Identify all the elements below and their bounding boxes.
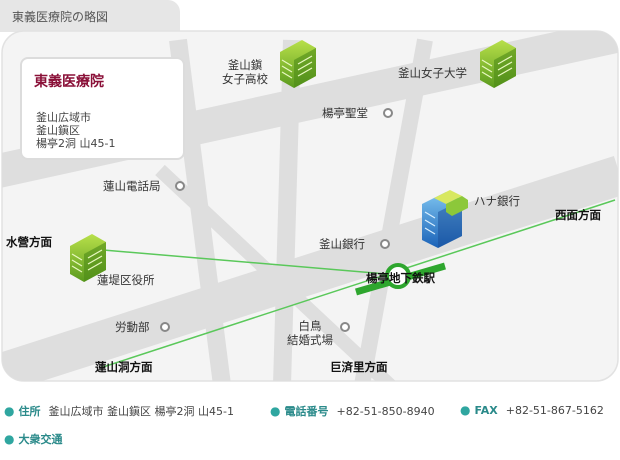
bullet-icon: ● (4, 404, 15, 418)
school1-label-line: 釜山鎭 (227, 58, 263, 72)
footer-address-value: 釜山広域市 釜山鎭区 楊亭2洞 山45-1 (48, 405, 234, 418)
station-label: 楊亭地下鉄駅 (366, 271, 435, 285)
footer-phone-label: 電話番号 (284, 405, 329, 418)
school2-label: 釜山女子大学 (398, 66, 467, 80)
school1-label-line: 女子高校 (222, 72, 268, 86)
footer-phone-row: ● 電話番号 +82-51-850-8940 (270, 403, 435, 419)
bullet-icon: ● (4, 432, 15, 446)
labor-office-label: 労動部 (115, 320, 150, 334)
hospital-address-line: 楊亭2洞 山45-1 (36, 137, 116, 150)
wedding-hall-label-line: 結婚式場 (287, 333, 333, 347)
footer-fax-row: ● FAX +82-51-867-5162 (460, 403, 604, 417)
footer-transit-row: ● 大衆交通 (4, 431, 70, 447)
building-icon (70, 40, 516, 282)
yeonsan-direction-label: 蓮山洞方面 (95, 360, 153, 374)
footer-address-row: ● 住所 釜山広域市 釜山鎭区 楊亭2洞 山45-1 (4, 403, 234, 419)
wedding-hall-label-line: 白鳥 (298, 319, 322, 333)
west-direction-label: 西面方面 (555, 208, 601, 222)
hospital-card: 東義医療院 釜山広域市 釜山鎭区 楊亭2洞 山45-1 (20, 57, 185, 160)
bullet-icon: ● (460, 403, 471, 417)
geoje-direction-label: 巨済里方面 (330, 360, 388, 374)
bullet-icon: ● (270, 404, 281, 418)
station-marker-icon (385, 263, 411, 289)
wedding-hall-label: 白鳥 結婚式場 (287, 319, 333, 347)
phone-office-label: 蓮山電話局 (103, 179, 161, 193)
school1-label: 釜山鎭 女子高校 (222, 58, 268, 86)
footer-phone-value: +82-51-850-8940 (336, 404, 435, 418)
footer-fax-label: FAX (474, 403, 498, 417)
footer-fax-value: +82-51-867-5162 (505, 403, 604, 417)
footer-transit-label: 大衆交通 (18, 433, 63, 446)
busan-bank-label: 釜山銀行 (319, 237, 365, 251)
hospital-address: 釜山広域市 釜山鎭区 楊亭2洞 山45-1 (36, 111, 115, 150)
hospital-address-line: 釜山広域市 (36, 111, 91, 124)
church-label: 楊亭聖堂 (322, 106, 368, 120)
footer-address-label: 住所 (18, 405, 41, 418)
suyeong-direction-label: 水營方面 (6, 235, 52, 249)
hospital-address-line: 釜山鎭区 (36, 124, 80, 137)
map-title-tab: 東義医療院の略図 (0, 0, 180, 32)
map-area: 東義医療院 釜山広域市 釜山鎭区 楊亭2洞 山45-1 釜山鎭 女子高校 釜山女… (1, 30, 619, 382)
hospital-name: 東義医療院 (34, 74, 104, 90)
hana-bank-label: ハナ銀行 (474, 194, 520, 208)
district-office-label: 蓮堤区役所 (97, 273, 155, 287)
bank-building-icon (422, 190, 468, 248)
map-title: 東義医療院の略図 (12, 10, 109, 24)
landmark-circle-icon (160, 108, 393, 332)
